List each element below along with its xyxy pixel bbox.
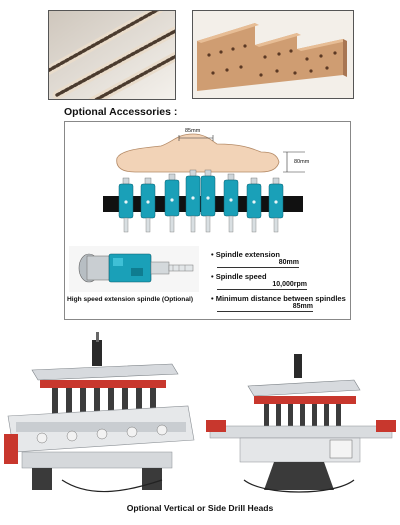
extension-spindle-caption: High speed extension spindle (Optional) [67, 296, 194, 303]
spec-item: • Spindle extension 80mm [211, 250, 345, 268]
optional-accessories-title: Optional Accessories : [64, 106, 178, 118]
drill-heads-caption: Optional Vertical or Side Drill Heads [126, 503, 274, 513]
spec-value-speed: 10,000rpm [217, 281, 307, 290]
drilled-slots-illustration [49, 11, 175, 99]
spindle-array-diagram [103, 133, 305, 233]
spec-label-extension: • Spindle extension [211, 250, 280, 259]
dimension-height-label: 80mm [294, 159, 310, 165]
extension-spindle-photo [69, 246, 199, 292]
accessories-diagram-box: 85mm 80mm High speed extension spindle (… [64, 121, 351, 320]
dimension-height-marker [283, 151, 305, 173]
drill-machine-photo-right [204, 350, 398, 498]
spec-value-extension: 80mm [217, 259, 299, 268]
spec-label-distance: • Minimum distance between spindles [211, 294, 346, 303]
drill-machine-photo-left [2, 330, 200, 498]
drilled-slots-photo [48, 10, 176, 100]
drilled-wood-block-photo [192, 10, 354, 99]
template-outline [116, 133, 280, 173]
spec-list: • Spindle extension 80mm • Spindle speed… [211, 250, 346, 312]
spec-value-distance: 85mm [217, 303, 313, 312]
spindle-cylinders [118, 169, 284, 233]
drill-machine-left-illustration [2, 330, 200, 498]
dimension-width-marker [178, 135, 214, 141]
spec-item: • Minimum distance between spindles 85mm [211, 294, 346, 312]
wood-block-illustration [193, 11, 353, 98]
dimension-width-label: 85mm [185, 128, 201, 134]
spec-item: • Spindle speed 10,000rpm [211, 272, 345, 290]
spec-label-speed: • Spindle speed [211, 272, 267, 281]
extension-spindle-illustration [69, 246, 199, 292]
drill-machine-right-illustration [204, 350, 398, 498]
